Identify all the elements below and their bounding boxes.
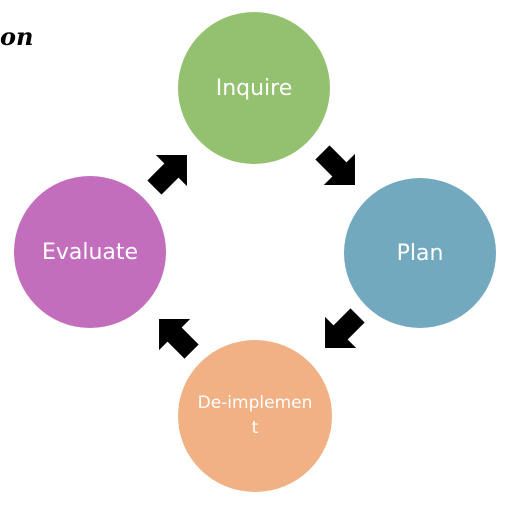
arrow-evaluate-to-inquire — [147, 155, 187, 195]
node-deimplement: De-implement — [178, 340, 332, 492]
node-inquire-label: Inquire — [215, 75, 293, 101]
cropped-title-fragment: on — [0, 22, 34, 51]
node-deimplement-label: De-implement — [197, 393, 313, 438]
node-evaluate: Evaluate — [14, 176, 166, 328]
arrow-deimplement-to-evaluate — [159, 319, 199, 359]
node-evaluate-label: Evaluate — [41, 239, 139, 265]
node-plan: Plan — [344, 178, 496, 328]
node-plan-label: Plan — [396, 240, 444, 266]
arrow-inquire-to-plan — [315, 145, 355, 185]
node-inquire: Inquire — [178, 12, 330, 164]
arrow-plan-to-deimplement — [325, 308, 365, 348]
